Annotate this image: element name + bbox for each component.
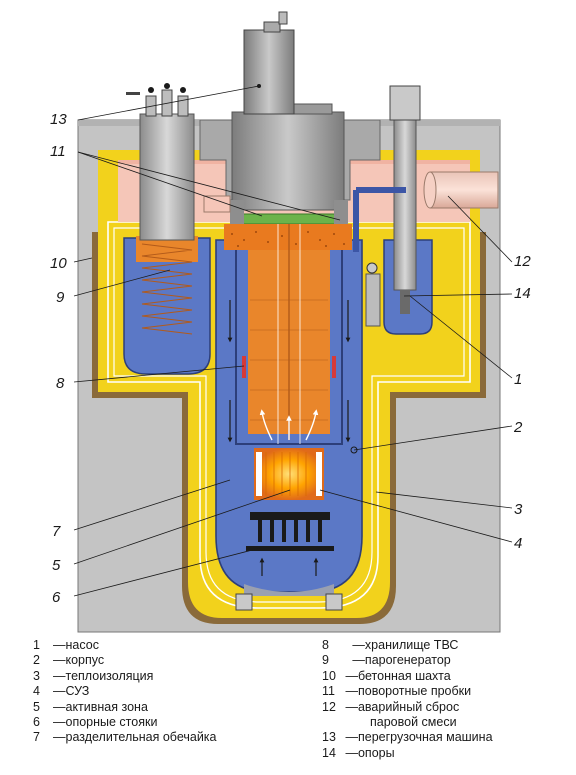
callout-5: 5	[52, 557, 61, 574]
separating-shell	[235, 224, 343, 445]
legend-item-8: 8 — хранилище ТВС	[322, 638, 459, 652]
legend-item-5: 5— активная зона	[33, 699, 148, 714]
flow-arrows-white	[259, 409, 319, 441]
legend-right: 8 — хранилище ТВС 9 — парогенератор 10 —…	[322, 638, 562, 761]
callout-12: 12	[514, 253, 531, 270]
support-stands	[244, 512, 334, 596]
flow-arrows	[227, 300, 351, 576]
legend-item-3: 3— теплоизоляция	[33, 668, 154, 683]
callout-4: 4	[514, 535, 522, 552]
callout-14: 14	[514, 285, 531, 302]
callout-10: 10	[50, 255, 67, 272]
vessel-outer-wall	[107, 221, 471, 609]
legend-item-1: 1— насос	[33, 638, 99, 652]
callout-9: 9	[56, 289, 65, 306]
callout-2: 2	[513, 419, 523, 436]
fuel-storage	[242, 356, 336, 378]
reactor-diagram: 13 11 10 9 8 7 5 6 12 14 1 2 3 4	[50, 11, 531, 633]
hot-sodium-pool	[224, 224, 352, 434]
callout-11: 11	[50, 143, 66, 160]
legend-item-4: 4— СУЗ	[33, 684, 90, 699]
callout-7: 7	[52, 523, 61, 540]
legend-item-12: 12 — аварийный сброс	[322, 699, 460, 714]
legend-item-7: 7— разделительная обечайка	[33, 730, 217, 745]
legend-item-10: 10 — бетонная шахта	[322, 668, 451, 683]
active-core	[254, 448, 324, 500]
legend-item-13: 13 — перегрузочная машина	[322, 730, 493, 745]
callout-6: 6	[52, 589, 61, 606]
legend-item-6: 6— опорные стояки	[33, 715, 158, 730]
callout-1: 1	[514, 371, 522, 388]
legend-item-14: 14 — опоры	[322, 745, 395, 760]
callout-8: 8	[56, 375, 65, 392]
rotating-plugs	[230, 103, 348, 226]
pump	[353, 85, 433, 335]
control-rods	[277, 224, 301, 444]
callout-13: 13	[50, 111, 67, 128]
refuelling-machine	[243, 11, 295, 115]
legend-item-9: 9 — парогенератор	[322, 653, 451, 668]
vessel-supports	[235, 593, 343, 611]
callout-labels: 13 11 10 9 8 7 5 6 12 14 1 2 3 4	[50, 111, 531, 606]
callout-3: 3	[514, 501, 523, 518]
legend-item-12-continued: паровой смеси	[370, 715, 457, 730]
legend-left: 1— насос 2— корпус 3— теплоизоляция 4— С…	[33, 638, 303, 746]
legend-item-2: 2— корпус	[33, 653, 105, 668]
leader-lines	[73, 85, 513, 597]
emergency-discharge-pipe	[423, 171, 499, 209]
legend-item-11: 11 — поворотные пробки	[322, 684, 472, 699]
